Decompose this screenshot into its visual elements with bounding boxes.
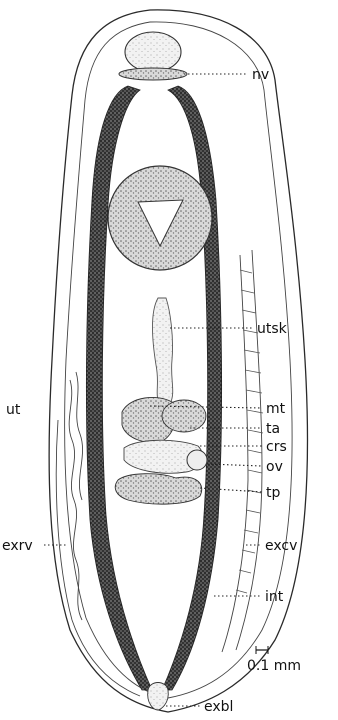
ovary xyxy=(187,450,207,470)
label-nv: nv xyxy=(252,67,269,83)
nerve-commissure xyxy=(119,68,187,80)
uterus-coils xyxy=(69,380,82,620)
label-tp: tp xyxy=(266,485,280,501)
label-exbl: exbl xyxy=(204,699,233,715)
oral-sucker xyxy=(125,32,181,72)
excretory-bladder xyxy=(148,683,169,711)
uterine-sac xyxy=(153,298,173,404)
label-int: int xyxy=(265,589,284,605)
testis-anterior xyxy=(162,400,206,432)
label-utsk: utsk xyxy=(257,321,288,337)
label-ut: ut xyxy=(6,402,21,418)
scale-bar-label: 0.1 mm xyxy=(247,658,301,674)
label-mt: mt xyxy=(266,401,286,417)
testis-posterior xyxy=(115,474,201,504)
label-ta: ta xyxy=(266,421,280,437)
label-ov: ov xyxy=(266,459,283,475)
label-excv: excv xyxy=(265,538,297,554)
scale-bar: 0.1 mm xyxy=(247,646,301,674)
label-exrv: exrv xyxy=(2,538,33,554)
label-crs: crs xyxy=(266,439,287,455)
uterus-coils-2 xyxy=(76,372,83,500)
